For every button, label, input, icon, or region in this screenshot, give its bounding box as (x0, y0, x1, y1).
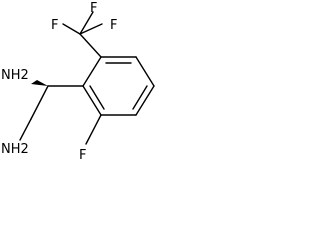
atom-label-f-top-left: F (51, 18, 58, 33)
atom-label-f-ring: F (79, 148, 86, 163)
ring-bond-top-left (82, 56, 102, 87)
bond-chiral-carbon-ch2 (30, 85, 49, 120)
atom-label-nh2-upper: NH2 (1, 68, 29, 83)
bond-c-f-top (79, 11, 94, 35)
ring-bond-top-right (135, 56, 155, 87)
chemical-structure: F F F NH2 NH2 F (1, 1, 155, 163)
bond-cf3-ring (79, 33, 102, 58)
bond-ch2-nh2 (19, 118, 32, 141)
ring-double-right (132, 85, 148, 110)
ring-bond-bottom-left (82, 85, 102, 116)
ring-double-left (89, 85, 105, 110)
bond-c-f-right (79, 23, 103, 35)
wedge-bond-nh2 (31, 80, 48, 86)
bond-c-f-left (62, 23, 81, 35)
atom-label-f-top-mid: F (90, 1, 97, 16)
atom-label-f-top-right: F (110, 18, 117, 33)
bond-ring-f (85, 114, 102, 145)
ring-bond-bottom-right (135, 85, 155, 116)
atom-label-nh2-lower: NH2 (1, 142, 29, 157)
